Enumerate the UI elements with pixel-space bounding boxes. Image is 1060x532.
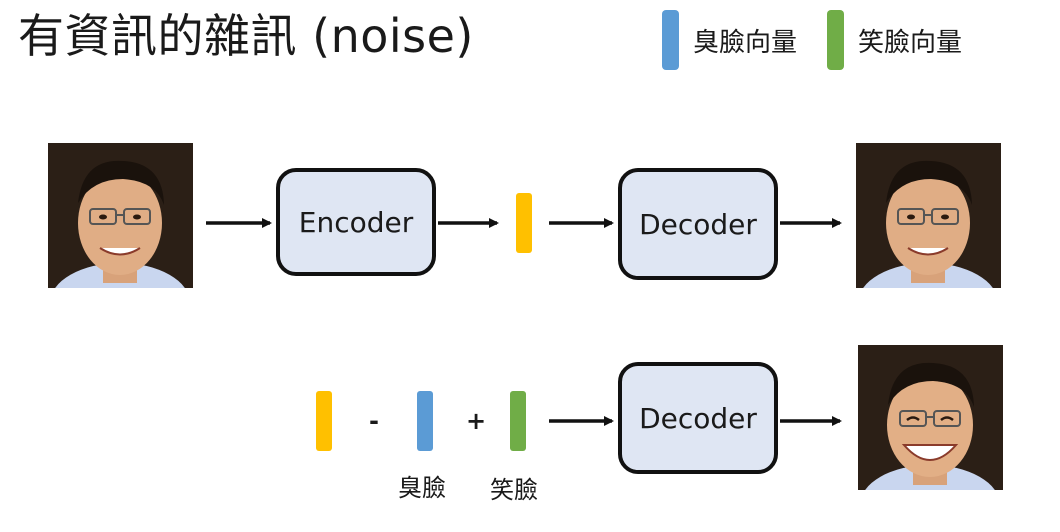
legend: 臭臉向量 笑臉向量: [662, 10, 962, 70]
decoder-box-1: Decoder: [618, 168, 778, 280]
vector-blue-frown: [417, 391, 433, 451]
encoder-box: Encoder: [276, 168, 436, 276]
vector-yellow-row2: [316, 391, 332, 451]
face-illustration-icon: [48, 143, 193, 288]
face-illustration-icon: [856, 143, 1001, 288]
encoder-label: Encoder: [298, 205, 414, 239]
decoder-label-2: Decoder: [639, 401, 757, 435]
legend-swatch-green: [827, 10, 845, 70]
frown-vector-label: 臭臉: [398, 474, 446, 502]
output-face-image: [856, 143, 1001, 288]
legend-label-smile: 笑臉向量: [858, 27, 963, 58]
vector-green-smile: [510, 391, 526, 451]
decoder-box-2: Decoder: [618, 362, 778, 474]
smile-vector-label: 笑臉: [490, 476, 538, 504]
input-face-image: [48, 143, 193, 288]
code-vector-yellow: [516, 193, 532, 253]
legend-item-frown-vector: 臭臉向量: [662, 10, 797, 70]
smiling-face-illustration-icon: [858, 345, 1003, 490]
plus-operator: +: [466, 407, 487, 435]
minus-operator: -: [369, 407, 379, 435]
legend-swatch-blue: [662, 10, 679, 70]
smiling-face-image: [858, 345, 1003, 490]
slide-title: 有資訊的雜訊 (noise): [18, 9, 474, 63]
legend-item-smile-vector: 笑臉向量: [827, 10, 962, 70]
decoder-label-1: Decoder: [639, 207, 757, 241]
legend-label-frown: 臭臉向量: [693, 27, 798, 58]
